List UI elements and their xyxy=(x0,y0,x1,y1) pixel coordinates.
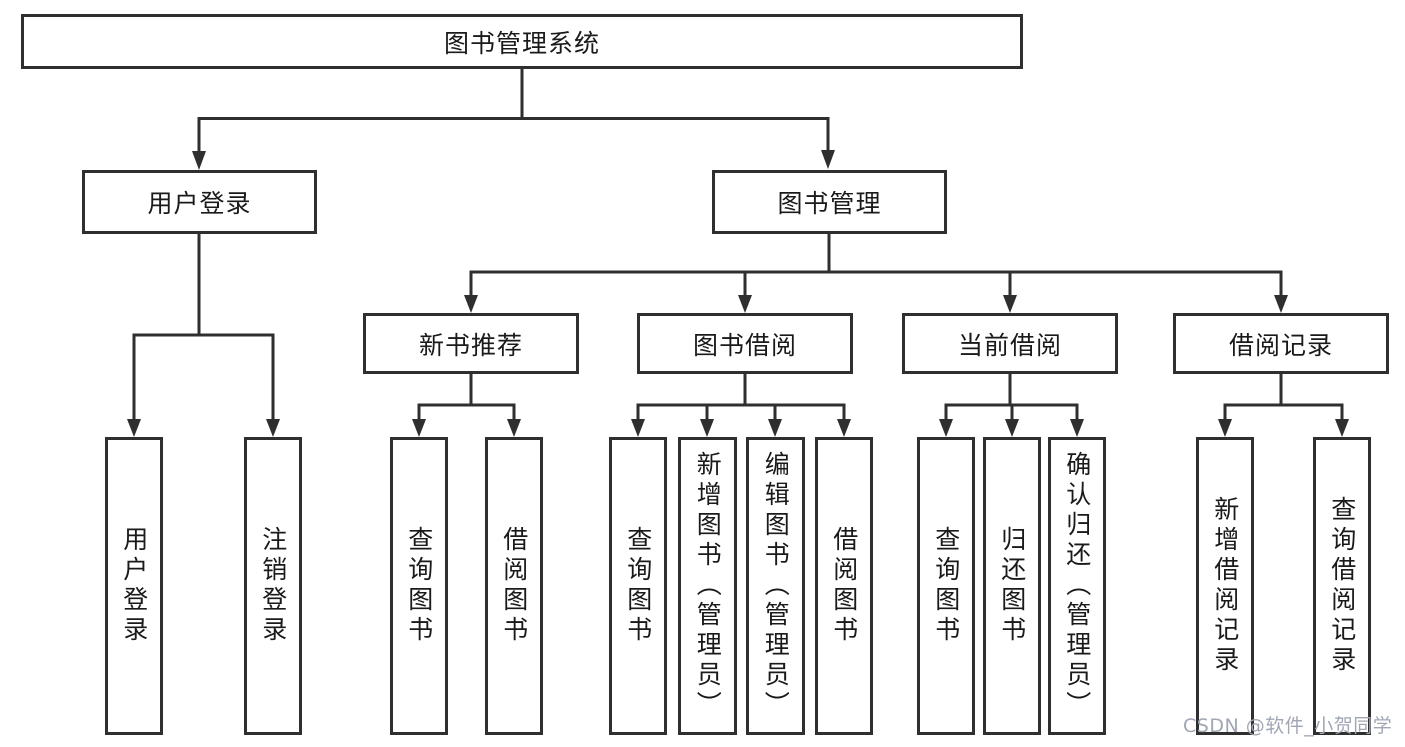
leaf-label: 新增图书（管理员） xyxy=(693,451,723,721)
arrowhead-icon xyxy=(1070,419,1084,437)
node-library-management-system: 图书管理系统 xyxy=(21,14,1023,69)
arrowhead-icon xyxy=(412,419,426,437)
leaf-borrowing-query-books: 查询图书 xyxy=(609,437,667,735)
leaf-borrowing-add-books-admin: 新增图书（管理员） xyxy=(678,437,737,735)
arrowhead-icon xyxy=(192,151,206,170)
leaf-records-add-record: 新增借阅记录 xyxy=(1196,437,1254,735)
node-label: 当前借阅 xyxy=(957,330,1062,360)
leaf-newrec-query-books: 查询图书 xyxy=(390,437,448,735)
leaf-label: 用户登录 xyxy=(119,526,149,646)
leaf-label: 查询图书 xyxy=(404,526,434,646)
arrowhead-icon xyxy=(127,419,141,437)
leaf-user-login: 用户登录 xyxy=(105,437,163,735)
leaf-current-return-books: 归还图书 xyxy=(983,437,1041,735)
edge-borrowing-to-leaves xyxy=(636,374,846,421)
arrowhead-icon xyxy=(768,419,782,437)
arrowhead-icon xyxy=(1003,295,1017,313)
leaf-current-query-books: 查询图书 xyxy=(917,437,975,735)
leaf-records-query-record: 查询借阅记录 xyxy=(1313,437,1371,735)
arrowhead-icon xyxy=(464,295,478,313)
leaf-label: 编辑图书（管理员） xyxy=(761,451,791,721)
arrowhead-icon xyxy=(939,419,953,437)
arrowhead-icon xyxy=(821,150,835,169)
node-label: 借阅记录 xyxy=(1228,330,1333,360)
arrowhead-icon xyxy=(1005,419,1019,437)
edge-records-to-leaves xyxy=(1223,374,1344,421)
arrowhead-icon xyxy=(1335,419,1349,437)
arrowhead-icon xyxy=(1218,419,1232,437)
edge-bookmgmt-to-sections xyxy=(469,234,1283,297)
node-book-management: 图书管理 xyxy=(712,170,947,234)
csdn-watermark: CSDN @软件_小贺同学 xyxy=(1183,715,1393,737)
leaf-label: 借阅图书 xyxy=(499,526,529,646)
arrowhead-icon xyxy=(507,419,521,437)
leaf-label: 新增借阅记录 xyxy=(1210,496,1240,676)
leaf-borrowing-edit-books-admin: 编辑图书（管理员） xyxy=(746,437,805,735)
leaf-label: 查询图书 xyxy=(623,526,653,646)
edge-root-to-level2 xyxy=(197,69,830,153)
node-label: 用户登录 xyxy=(147,189,252,218)
arrowhead-icon xyxy=(1274,295,1288,313)
node-book-borrowing: 图书借阅 xyxy=(637,313,853,374)
node-user-login: 用户登录 xyxy=(82,170,317,234)
arrowhead-icon xyxy=(266,419,280,437)
leaf-borrowing-borrow-books: 借阅图书 xyxy=(815,437,873,735)
leaf-logout: 注销登录 xyxy=(244,437,302,735)
leaf-label: 确认归还（管理员） xyxy=(1062,451,1092,721)
leaf-current-confirm-return-admin: 确认归还（管理员） xyxy=(1048,437,1106,735)
leaf-label: 查询借阅记录 xyxy=(1327,496,1357,676)
leaf-label: 注销登录 xyxy=(258,526,288,646)
node-current-borrowing: 当前借阅 xyxy=(902,313,1118,374)
node-label: 新书推荐 xyxy=(418,330,523,360)
edge-userlogin-to-leaves xyxy=(132,233,275,421)
arrowhead-icon xyxy=(837,419,851,437)
arrowhead-icon xyxy=(700,419,714,437)
arrowhead-icon xyxy=(738,295,752,313)
leaf-label: 查询图书 xyxy=(931,526,961,646)
arrowhead-icon xyxy=(631,419,645,437)
leaf-label: 借阅图书 xyxy=(829,526,859,646)
leaf-label: 归还图书 xyxy=(997,526,1027,646)
node-new-book-recommendation: 新书推荐 xyxy=(363,313,579,374)
leaf-newrec-borrow-books: 借阅图书 xyxy=(485,437,543,735)
edge-newrec-to-leaves xyxy=(417,374,516,421)
node-label: 图书管理 xyxy=(777,189,882,218)
node-label: 图书借阅 xyxy=(692,330,797,360)
node-label: 图书管理系统 xyxy=(443,28,600,58)
node-borrowing-records: 借阅记录 xyxy=(1173,313,1389,374)
edge-current-to-leaves xyxy=(944,374,1079,421)
